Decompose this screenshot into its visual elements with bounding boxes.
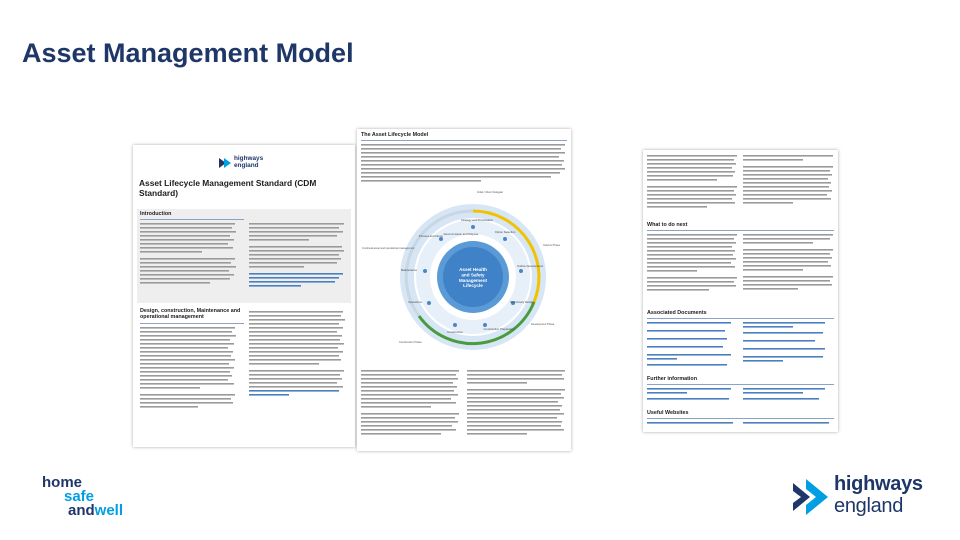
text-lines xyxy=(647,155,737,208)
logo-text: highways england xyxy=(234,155,264,169)
rule xyxy=(647,418,834,419)
left-page-title: Asset Lifecycle Management Standard (CDM… xyxy=(139,178,317,198)
document-page-left: highways england Asset Lifecycle Managem… xyxy=(133,145,355,447)
node xyxy=(503,237,507,241)
hsw-word-well: well xyxy=(94,502,124,519)
outer-label-construction: Construction Phase xyxy=(399,340,422,344)
hsw-line-home: home xyxy=(42,474,83,491)
lifecycle-text-col2 xyxy=(467,369,567,447)
further-information-links[interactable] xyxy=(647,387,835,405)
link-lines xyxy=(647,422,829,424)
text-lines xyxy=(361,144,565,182)
associated-documents-links[interactable] xyxy=(647,321,835,369)
outer-label-options: Options Phase xyxy=(543,243,561,247)
text-lines xyxy=(361,370,459,435)
introduction-box xyxy=(137,209,351,303)
right-text-col1 xyxy=(647,154,739,212)
intro-text-col2 xyxy=(249,222,347,300)
node xyxy=(483,323,487,327)
outer-label-continual: Continual asset and operational manageme… xyxy=(362,246,415,250)
highways-chevron-icon xyxy=(793,479,828,515)
outer-label-development: Development Phase xyxy=(531,322,555,326)
useful-websites-links[interactable] xyxy=(647,421,835,429)
rule xyxy=(140,219,244,220)
ring-label-strategy: Strategy and Prioritisation xyxy=(461,218,493,222)
node xyxy=(427,301,431,305)
text-lines xyxy=(743,234,833,290)
intro-text-col1 xyxy=(140,222,238,300)
node xyxy=(471,225,475,229)
ring-label-preliminary: Preliminary Design xyxy=(510,300,534,304)
wheel-center-inner xyxy=(443,247,503,307)
design-text-col2 xyxy=(249,310,347,440)
node xyxy=(453,323,457,327)
design-section-heading: Design, construction, Maintenance and op… xyxy=(140,308,241,321)
lifecycle-model-heading: The Asset Lifecycle Model xyxy=(361,132,429,138)
rule xyxy=(361,140,567,141)
highways-england-logo: highways england xyxy=(217,152,277,172)
text-lines xyxy=(140,223,236,284)
link-lines xyxy=(647,388,825,400)
useful-websites-heading: Useful Websites xyxy=(647,410,689,416)
ring-label-construction: Construction xyxy=(447,330,463,334)
hsw-line-and-well: andwell xyxy=(42,502,124,519)
text-lines xyxy=(743,155,833,204)
link-lines xyxy=(647,322,825,366)
rule xyxy=(647,318,834,319)
brand-word-england: england xyxy=(834,495,904,517)
ring-label-option: Option Selection xyxy=(495,230,516,234)
highways-england-brand-logo: highways england xyxy=(790,473,930,521)
introduction-heading: Introduction xyxy=(140,211,172,217)
document-page-right: What to do next Associated Documents Fur… xyxy=(643,150,838,432)
right-text-col2 xyxy=(743,154,835,212)
arc-yellow xyxy=(472,209,541,303)
text-lines xyxy=(647,234,737,291)
node xyxy=(423,269,427,273)
arc-green xyxy=(417,301,536,346)
brand-word-highways: highways xyxy=(834,473,923,495)
rule xyxy=(647,230,834,231)
text-lines xyxy=(249,223,344,287)
node xyxy=(511,301,515,305)
arc-grey xyxy=(404,209,474,317)
outer-label-initial: Initial / Client Delegate xyxy=(477,190,504,194)
text-lines xyxy=(140,327,236,408)
ring-label-prep: Construction Preparation xyxy=(484,327,515,331)
node xyxy=(519,269,523,273)
lifecycle-intro-text xyxy=(361,143,567,189)
design-text-col1 xyxy=(140,326,238,441)
hsw-line-safe: safe xyxy=(64,488,95,505)
ring-label-process: Process and Inform xyxy=(419,234,444,238)
ring-label-maintenance: Maintenance xyxy=(401,268,417,272)
text-lines xyxy=(249,311,345,396)
ring-label-operations: Operations xyxy=(408,300,422,304)
further-information-heading: Further information xyxy=(647,376,698,382)
ring-label-decommission: Decommission and Dispose xyxy=(444,232,479,236)
home-safe-and-well-logo: home safe andwell xyxy=(42,474,124,519)
what-next-text-col2 xyxy=(743,233,835,299)
associated-documents-heading: Associated Documents xyxy=(647,310,707,316)
text-lines xyxy=(467,370,565,435)
ring-label-outline: Outline Development xyxy=(517,264,543,268)
slide-title: Asset Management Model xyxy=(22,38,354,68)
lifecycle-text-col1 xyxy=(361,369,461,447)
highways-chevron-icon xyxy=(219,158,231,168)
what-to-do-next-heading: What to do next xyxy=(647,222,688,228)
hsw-word-and: and xyxy=(68,502,95,519)
rule xyxy=(647,384,834,385)
node xyxy=(439,237,443,241)
rule xyxy=(140,323,244,324)
what-next-text-col1 xyxy=(647,233,739,299)
